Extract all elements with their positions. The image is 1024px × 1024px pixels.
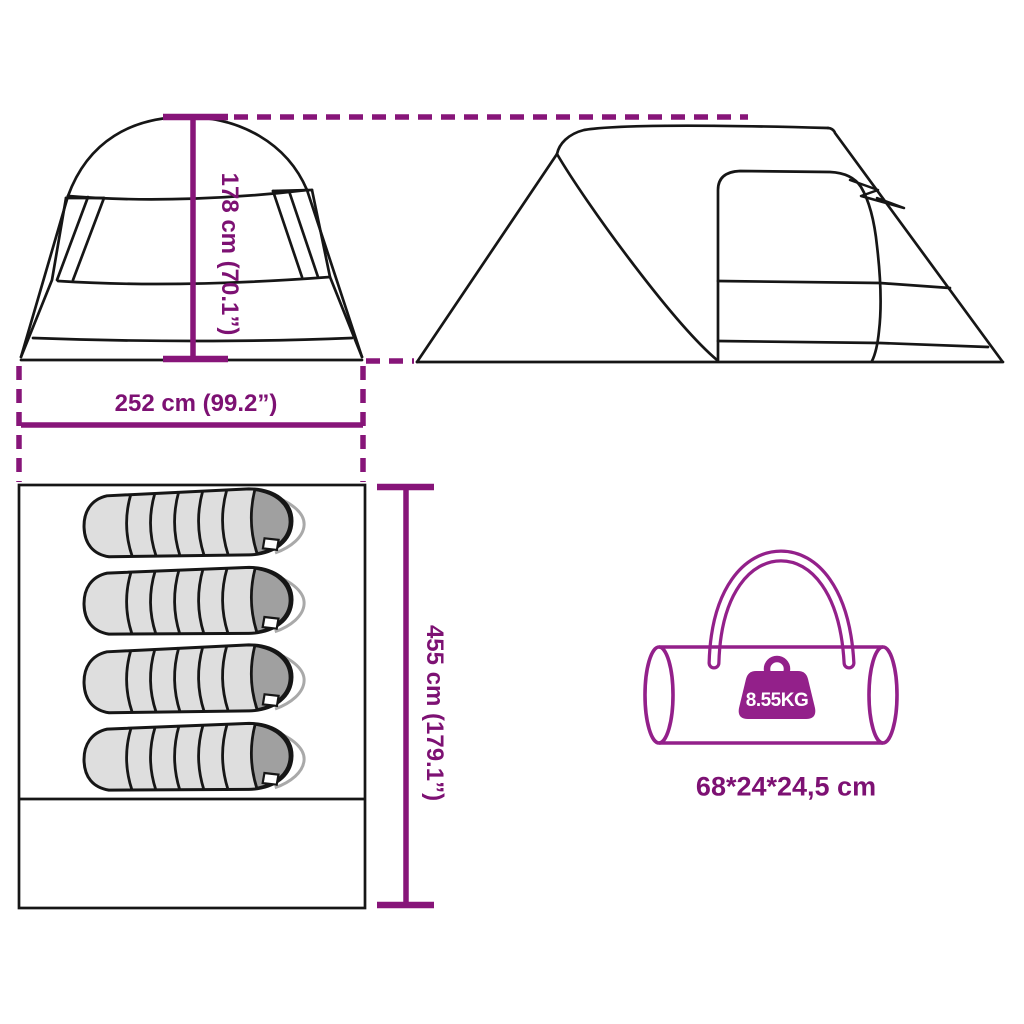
carry-bag-icon	[643, 549, 899, 745]
tent-floor-plan	[17, 483, 367, 910]
sleeping-bag-icon	[81, 564, 307, 640]
tent-side-view	[415, 124, 1005, 364]
tent-front-view	[19, 115, 364, 362]
length-dimension-label: 455 cm (179.1”)	[421, 624, 448, 802]
carry-bag-size-label: 68*24*24,5 cm	[695, 771, 877, 802]
weight-icon	[738, 655, 816, 719]
height-dimension-line	[163, 113, 228, 363]
carry-bag-weight-label: 8.55KG	[745, 690, 809, 711]
length-dimension-line	[377, 483, 434, 909]
sleeping-bag-icon	[81, 720, 307, 796]
width-dimension-label: 252 cm (99.2”)	[114, 390, 278, 417]
sleeping-bag-icon	[81, 485, 307, 563]
sleeping-bag-icon	[81, 641, 307, 719]
height-dimension-label: 178 cm (70.1”)	[216, 172, 243, 336]
